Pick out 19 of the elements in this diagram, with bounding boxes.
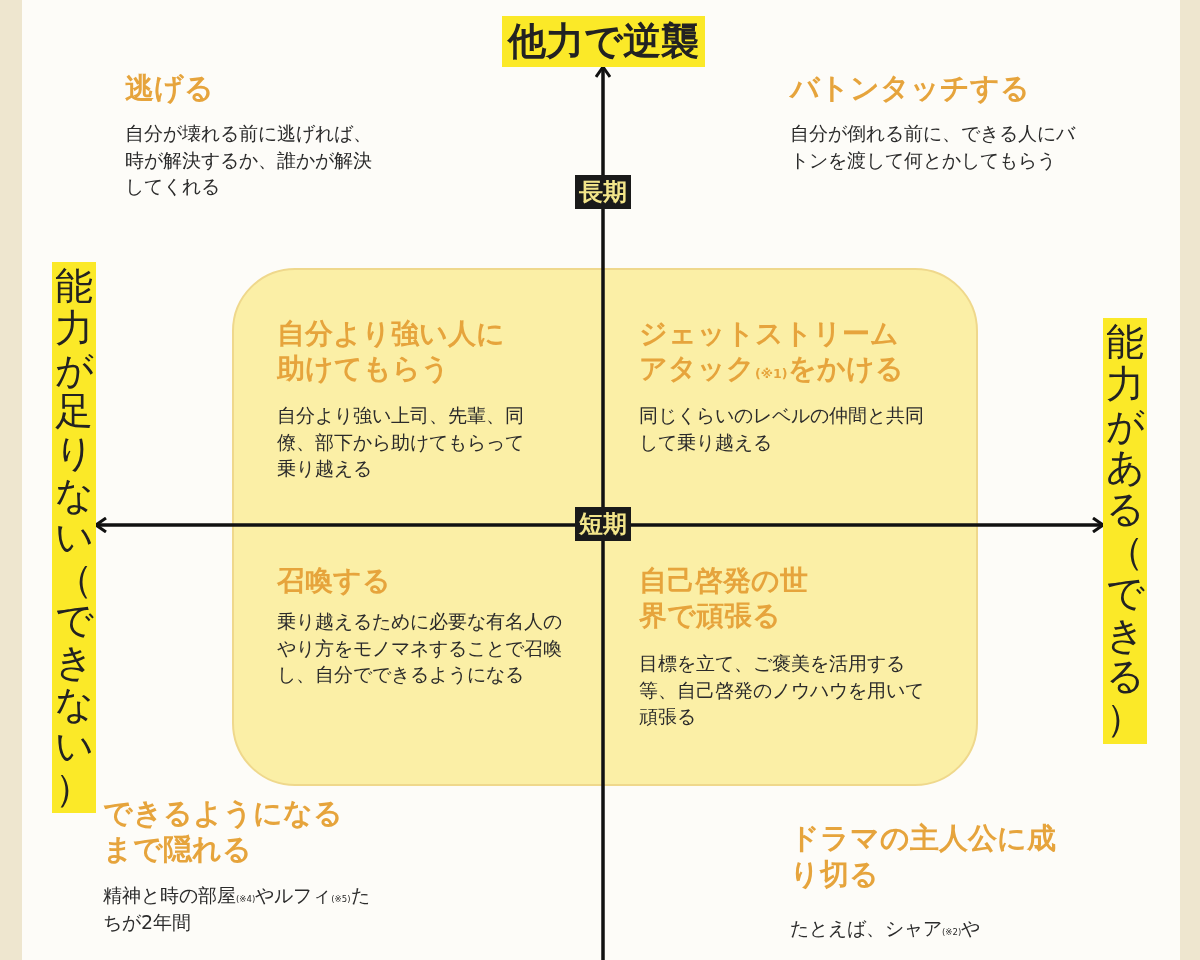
strategy-heading: できるようになるまで隠れる <box>103 795 344 868</box>
strategy-description: 乗り越えるために必要な有名人のやり方をモノマネすることで召喚し、自分でできるようになる <box>277 609 563 688</box>
axis-label: 能力が足りない（できない） <box>52 262 96 814</box>
strategy-heading: 自己啓発の世界で頑張る <box>639 563 809 633</box>
strategy-heading: ドラマの主人公に成り切る <box>790 820 1057 893</box>
strategy-description: 目標を立て、ご褒美を活用する等、自己啓発のノウハウを用いて頑張る <box>639 651 925 730</box>
strategy-description: 同じくらいのレベルの仲間と共同して乗り越える <box>639 403 925 455</box>
axis-arrow <box>594 65 612 960</box>
axis-tick-label: 長期 <box>575 175 631 209</box>
strategy-heading: 自分より強い人に助けてもらう <box>277 316 506 386</box>
strategy-description: 自分より強い上司、先輩、同僚、部下から助けてもらって乗り越える <box>277 403 525 482</box>
axis-label: 他力で逆襲 <box>501 16 705 67</box>
strategy-description: 自分が倒れる前に、できる人にバトンを渡して何とかしてもらう <box>790 121 1077 173</box>
strategy-heading: 召喚する <box>277 563 392 598</box>
strategy-description: 自分が壊れる前に逃げれば、時が解決するか、誰かが解決してくれる <box>125 121 373 200</box>
strategy-heading: 逃げる <box>125 70 215 107</box>
axis-tick-label: 短期 <box>575 507 631 541</box>
axis-label: 能力がある（できる） <box>1103 318 1147 744</box>
strategy-heading: バトンタッチする <box>790 70 1031 107</box>
